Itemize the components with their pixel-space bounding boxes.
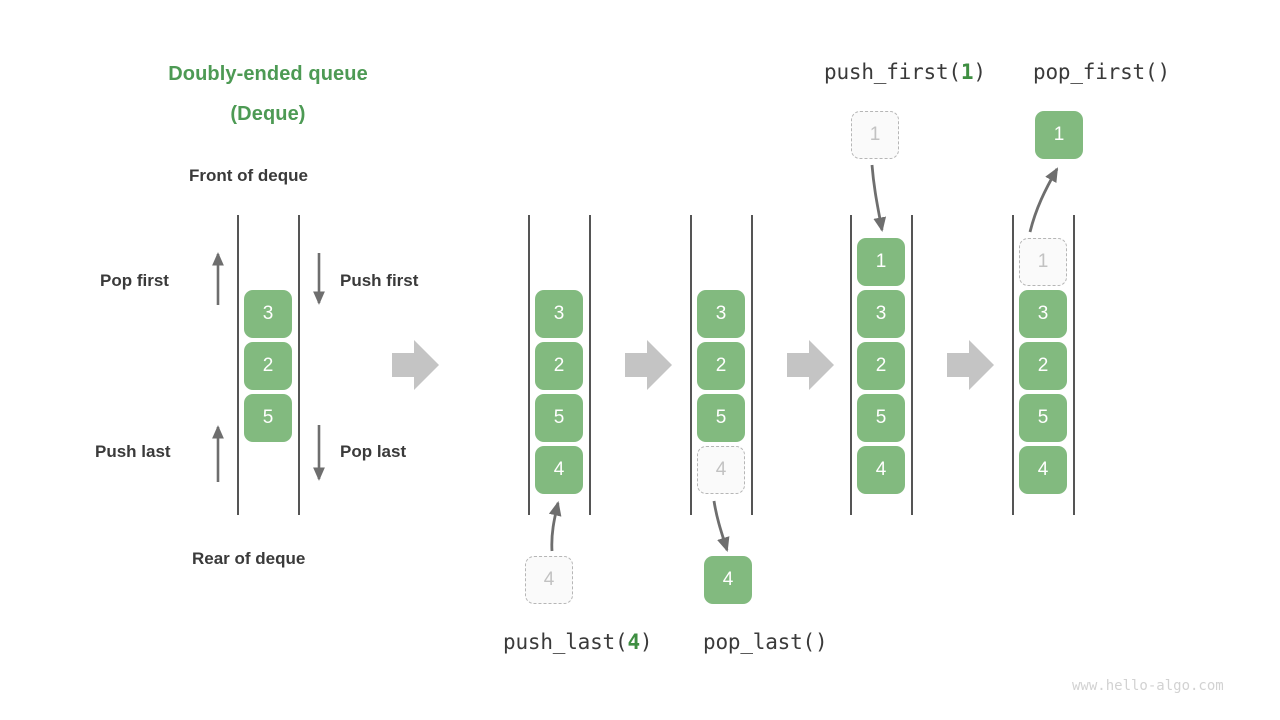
deque-rail-left-1 <box>237 215 239 515</box>
deque-cell: 3 <box>535 290 583 338</box>
deque-cell: 2 <box>857 342 905 390</box>
push-first-source-box: 1 <box>851 111 899 159</box>
deque-cell-ghost: 1 <box>1019 238 1067 286</box>
pop-first-eject-arrow-icon <box>1028 167 1059 233</box>
op-pop-last-close: ) <box>815 630 828 654</box>
watermark-text: www.hello-algo.com <box>1072 678 1224 694</box>
deque-rail-right-1 <box>298 215 300 515</box>
deque-cell: 3 <box>244 290 292 338</box>
deque-cell: 5 <box>244 394 292 442</box>
deque-cell: 4 <box>535 446 583 494</box>
diagram-title-line2: (Deque) <box>230 103 306 125</box>
op-pop-first-name: pop_first( <box>1033 60 1158 84</box>
deque-cell: 2 <box>535 342 583 390</box>
rear-of-deque-label: Rear of deque <box>192 549 306 568</box>
op-label-push-first: push_first(1) <box>824 60 986 84</box>
op-label-push-last: push_last(4) <box>503 630 653 654</box>
pop-first-label: Pop first <box>100 271 169 290</box>
op-pop-last-name: pop_last( <box>703 630 815 654</box>
stage-chevron-icon <box>625 340 672 390</box>
deque-rail-right-4 <box>911 215 913 515</box>
op-push-first-arg: 1 <box>960 60 974 84</box>
deque-cell: 1 <box>857 238 905 286</box>
deque-cell: 4 <box>857 446 905 494</box>
op-push-first-name: push_first( <box>824 60 961 84</box>
deque-cell: 5 <box>1019 394 1067 442</box>
deque-cell: 5 <box>857 394 905 442</box>
op-push-last-name: push_last( <box>503 630 628 654</box>
front-of-deque-label: Front of deque <box>189 166 308 185</box>
deque-cell: 4 <box>1019 446 1067 494</box>
deque-cell: 2 <box>1019 342 1067 390</box>
pop-last-label: Pop last <box>340 442 407 461</box>
stage-chevron-icon <box>947 340 994 390</box>
deque-cell: 3 <box>1019 290 1067 338</box>
deque-rail-left-4 <box>850 215 852 515</box>
diagram-title-line1: Doubly-ended queue <box>168 63 368 85</box>
deque-rail-right-3 <box>751 215 753 515</box>
deque-cell: 5 <box>697 394 745 442</box>
push-last-source-box: 4 <box>525 556 573 604</box>
deque-rail-left-5 <box>1012 215 1014 515</box>
pop-last-result-box: 4 <box>704 556 752 604</box>
deque-cell: 3 <box>697 290 745 338</box>
deque-cell: 2 <box>697 342 745 390</box>
deque-rail-left-2 <box>528 215 530 515</box>
deque-cell: 3 <box>857 290 905 338</box>
push-last-label: Push last <box>95 442 171 461</box>
op-push-last-arg: 4 <box>627 630 640 654</box>
op-label-pop-last: pop_last() <box>703 630 828 654</box>
op-push-first-close: ) <box>973 60 986 84</box>
push-first-label: Push first <box>340 271 419 290</box>
deque-rail-right-2 <box>589 215 591 515</box>
op-label-pop-first: pop_first() <box>1033 60 1170 84</box>
deque-cell: 2 <box>244 342 292 390</box>
push-first-insert-arrow-icon <box>870 164 887 233</box>
op-push-last-close: ) <box>639 630 653 654</box>
deque-rail-right-5 <box>1073 215 1075 515</box>
pop-last-eject-arrow-icon <box>712 500 730 552</box>
deque-cell-ghost: 4 <box>697 446 745 494</box>
stage-chevron-icon <box>787 340 834 390</box>
stage-chevron-icon <box>392 340 439 390</box>
push-last-insert-arrow-icon <box>548 501 562 552</box>
pop-first-result-box: 1 <box>1035 111 1083 159</box>
deque-cell: 5 <box>535 394 583 442</box>
deque-rail-left-3 <box>690 215 692 515</box>
op-pop-first-close: ) <box>1157 60 1170 84</box>
